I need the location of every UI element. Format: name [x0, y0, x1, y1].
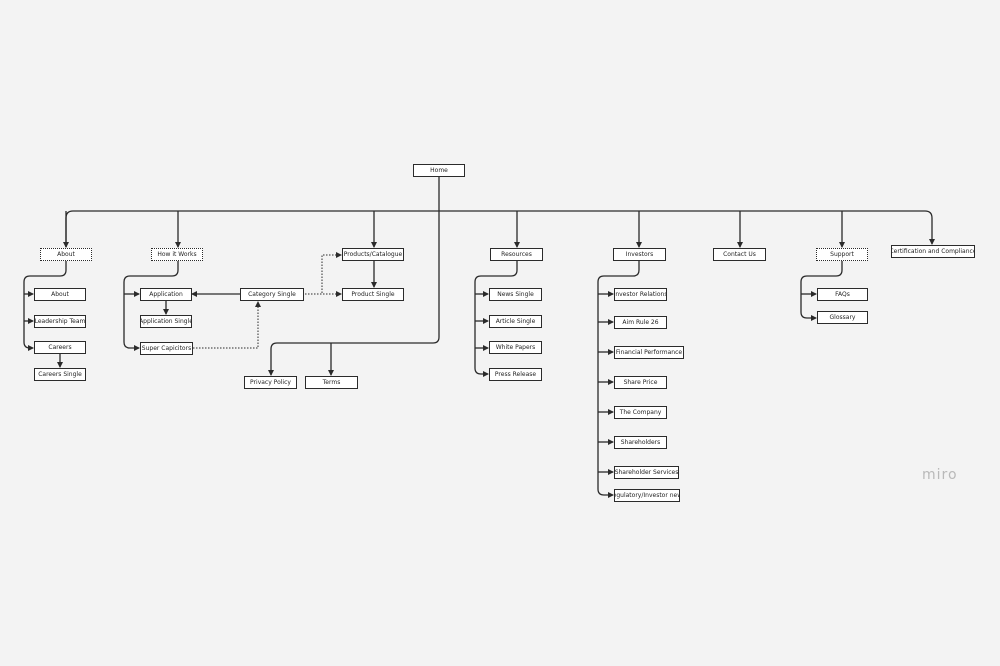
node-home[interactable]: Home	[413, 164, 465, 177]
support-branch-connector	[800, 261, 843, 321]
node-contact-us[interactable]: Contact Us	[713, 248, 766, 261]
node-share-price[interactable]: Share Price	[614, 376, 667, 389]
investors-branch-connector	[597, 261, 640, 498]
node-article-single[interactable]: Article Single	[489, 315, 542, 328]
node-shareholder-services[interactable]: Shareholder Services	[614, 466, 679, 479]
node-regulatory-investor-news[interactable]: Regulatory/Investor news	[614, 489, 680, 502]
node-application[interactable]: Application	[140, 288, 192, 301]
resources-branch-connector	[474, 261, 518, 377]
node-about[interactable]: About	[40, 248, 92, 261]
category-to-products-connector	[305, 252, 342, 295]
node-careers-single[interactable]: Careers Single	[34, 368, 86, 381]
miro-watermark: miro	[922, 467, 958, 483]
node-news-single[interactable]: News Single	[489, 288, 542, 301]
node-privacy-policy[interactable]: Privacy Policy	[244, 376, 297, 389]
node-about-page[interactable]: About	[34, 288, 86, 301]
node-application-single[interactable]: Application Single	[140, 315, 192, 328]
node-support[interactable]: Support	[816, 248, 868, 261]
node-press-release[interactable]: Press Release	[489, 368, 542, 381]
node-shareholders[interactable]: Shareholders	[614, 436, 667, 449]
super-capicitors-to-category-connector	[193, 301, 261, 349]
node-careers[interactable]: Careers	[34, 341, 86, 354]
how-branch-connector	[123, 261, 179, 351]
node-super-capicitors[interactable]: Super Capicitors	[140, 342, 193, 355]
node-product-single[interactable]: Product Single	[342, 288, 404, 301]
node-faqs[interactable]: FAQs	[817, 288, 868, 301]
connector-to-privacy	[268, 211, 440, 376]
node-certification-compliance[interactable]: Certification and Compliance	[891, 245, 975, 258]
about-branch-connector	[23, 261, 67, 351]
node-the-company[interactable]: The Company	[614, 406, 667, 419]
node-how-it-works[interactable]: How it Works	[151, 248, 203, 261]
node-category-single[interactable]: Category Single	[240, 288, 304, 301]
node-products-catalogue[interactable]: Products/Catalogue	[342, 248, 404, 261]
node-aim-rule-26[interactable]: Aim Rule 26	[614, 316, 667, 329]
node-financial-performance[interactable]: Financial Performance	[614, 346, 684, 359]
node-white-papers[interactable]: White Papers	[489, 341, 542, 354]
node-terms[interactable]: Terms	[305, 376, 358, 389]
node-leadership-team[interactable]: Leadership Team	[34, 315, 86, 328]
node-glossary[interactable]: Glossary	[817, 311, 868, 324]
node-resources[interactable]: Resources	[490, 248, 543, 261]
top-bus-connector	[65, 210, 935, 247]
node-investor-relations[interactable]: Investor Relations	[614, 288, 667, 301]
node-investors[interactable]: Investors	[613, 248, 666, 261]
